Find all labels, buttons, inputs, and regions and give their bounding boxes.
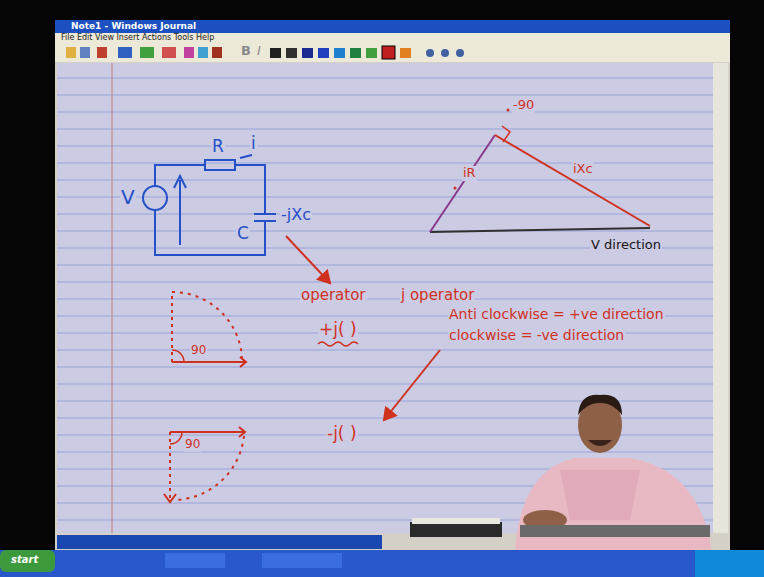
direction-label: V direction xyxy=(590,238,662,253)
taskbar xyxy=(0,550,764,577)
task-button xyxy=(262,553,342,568)
window-title: Note1 - Windows Journal xyxy=(70,21,197,31)
phasor-label: iXc xyxy=(572,162,594,177)
bold-button: B xyxy=(240,44,252,59)
scrollbar xyxy=(713,63,728,533)
capacitor-symbol xyxy=(254,213,276,215)
voltage-label: V xyxy=(120,186,136,209)
note-text: operator xyxy=(300,287,367,304)
title-bar xyxy=(55,20,730,33)
menu-bar-text: File Edit View Insert Actions Tools Help xyxy=(60,33,215,42)
menu-bar xyxy=(55,33,730,43)
start-label: start xyxy=(10,554,39,566)
note-text: j operator xyxy=(400,287,475,304)
resistor-symbol xyxy=(205,160,235,170)
source-symbol xyxy=(143,186,167,210)
rotation-clockwise xyxy=(164,427,245,502)
leader-arrow xyxy=(286,236,330,283)
rotation-anticlockwise xyxy=(172,292,246,367)
reactance-label: -jXc xyxy=(280,206,312,224)
phasor-triangle xyxy=(430,109,650,233)
note-text: Anti clockwise = +ve direction xyxy=(448,306,665,322)
lecturer-figure xyxy=(410,395,712,552)
window-frame xyxy=(55,20,730,552)
note-text: clockwise = -ve direction xyxy=(448,327,625,343)
operator-text: +j( ) xyxy=(318,320,358,340)
tray xyxy=(695,550,764,577)
margin-line xyxy=(112,63,113,533)
resistor-label: R xyxy=(211,137,225,157)
rc-circuit xyxy=(143,155,276,255)
capacitor-label: C xyxy=(236,224,250,244)
phasor-label: iR xyxy=(462,166,477,181)
task-button xyxy=(165,553,225,568)
leader-arrow xyxy=(384,350,440,420)
italic-button: I xyxy=(256,44,262,59)
ruled-lines xyxy=(57,78,713,520)
toolbar xyxy=(55,43,730,62)
angle-label: 90 xyxy=(184,438,201,452)
current-label: i xyxy=(250,134,257,154)
angle-label: -90 xyxy=(512,98,535,113)
start-button xyxy=(0,550,55,572)
operator-text: -j( ) xyxy=(326,424,358,444)
wavy-underline xyxy=(318,342,358,346)
toolbar-icons xyxy=(66,46,464,59)
page-bar xyxy=(57,535,382,549)
angle-label: 90 xyxy=(190,344,207,358)
